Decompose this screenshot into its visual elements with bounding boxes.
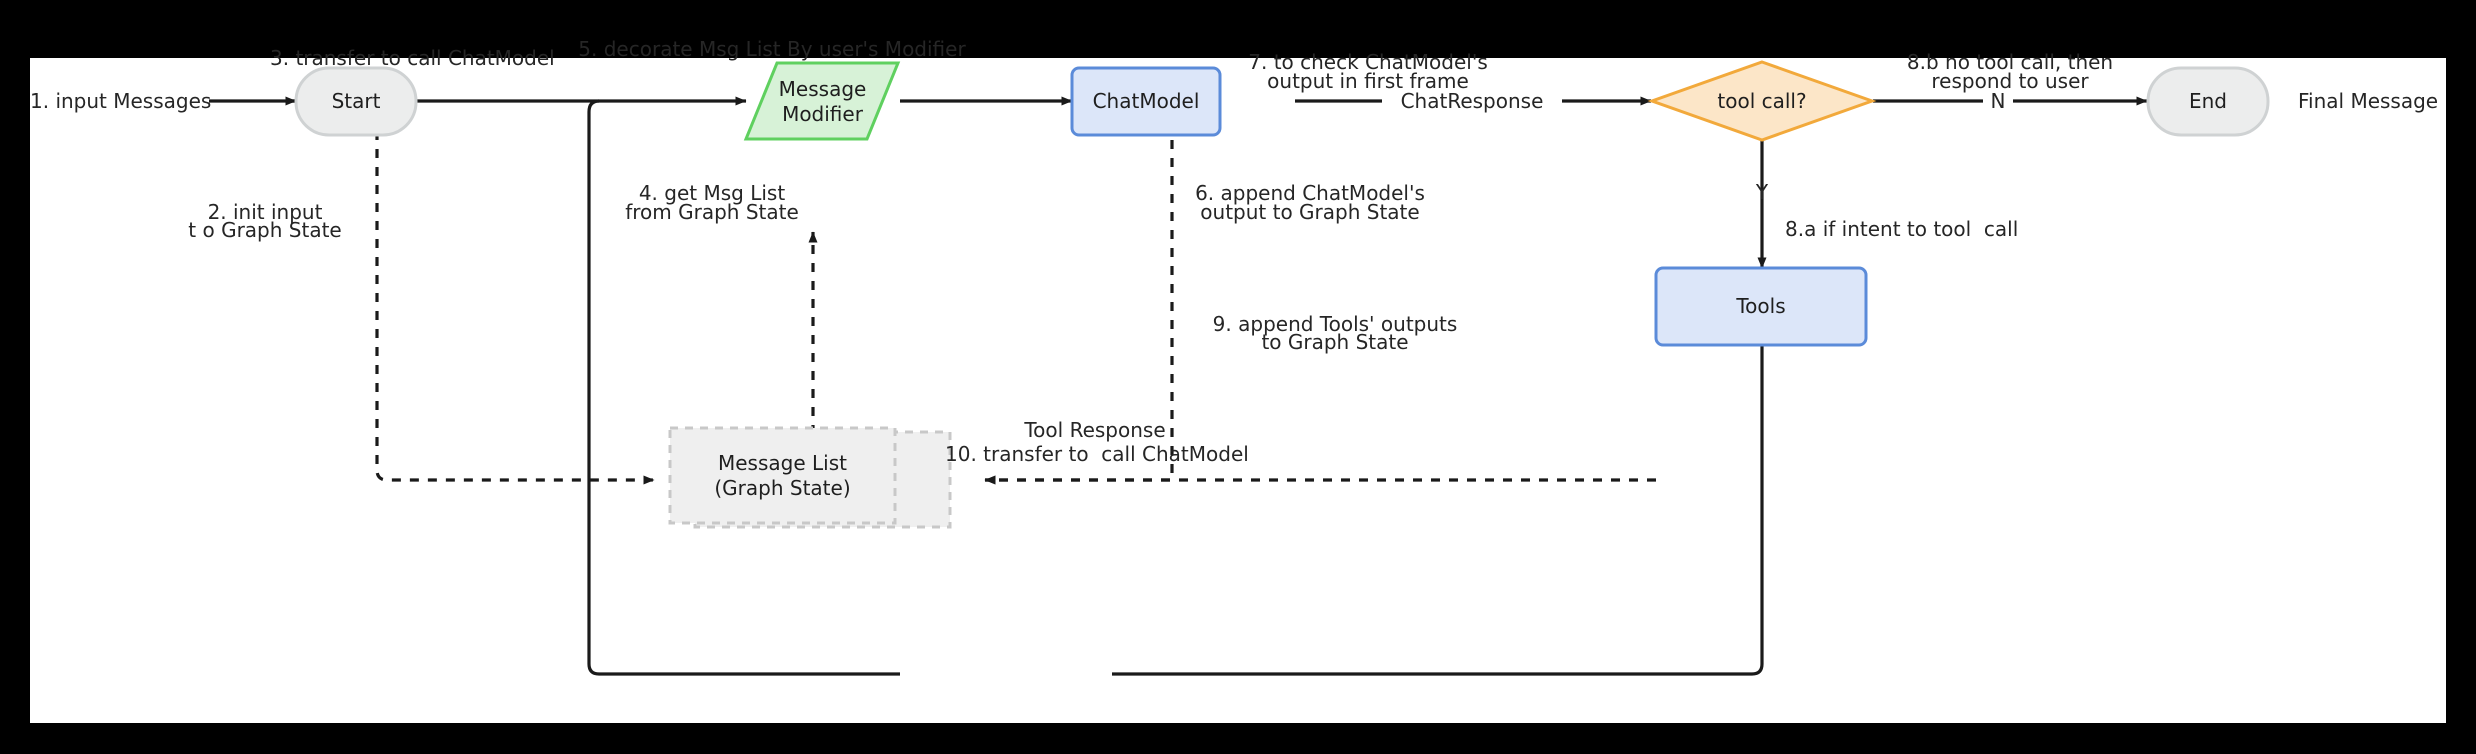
node-start[interactable] [294, 66, 418, 137]
edge-label-append-tools-line2: to Graph State [1261, 330, 1409, 354]
edge-label-branch-no: N [1990, 89, 2006, 113]
node-chat-model-label: ChatModel [1092, 89, 1200, 113]
node-message-modifier-label-line2: Modifier [782, 102, 863, 126]
edge-label-no-tool-call-line1: 8.b no tool call, then [1906, 50, 2114, 74]
edge-start-to-state-init [375, 131, 655, 485]
node-end-label: End [2188, 89, 2227, 113]
edge-label-no-tool-call-line2: respond to user [1931, 69, 2089, 93]
edge-label-if-intent-tool-call: 8.a if intent to tool call [1785, 217, 2019, 241]
edge-label-append-chatmodel-line2: output to Graph State [1200, 200, 1420, 224]
edge-label-check-chatmodel-line1: 7. to check ChatModel's [1248, 50, 1488, 74]
node-message-list-label-line2: (Graph State) [714, 476, 851, 500]
edge-label-append-chatmodel-line1: 6. append ChatModel's [1195, 181, 1425, 205]
edge-label-final-message: Final Message [2298, 89, 2439, 113]
node-chat-model[interactable] [1070, 66, 1222, 137]
edge-label-transfer-to-call-chatmodel: 3. transfer to call ChatModel [270, 46, 555, 70]
edge-label-init-input-line2: t o Graph State [188, 218, 342, 242]
node-tools[interactable] [1654, 266, 1868, 347]
diagram-panel [30, 58, 2446, 723]
node-message-modifier[interactable] [743, 61, 901, 141]
edge-label-chat-response: ChatResponse [1400, 89, 1544, 113]
edge-label-transfer-to-call-chatmodel-10: 10. transfer to call ChatModel [945, 442, 1249, 466]
node-tool-call-decision-label: tool call? [1717, 89, 1807, 113]
node-message-list-label-line1: Message List [718, 451, 847, 475]
edge-label-init-input-line1: 2. init input [207, 200, 323, 224]
edge-label-input-messages: 1. input Messages [30, 89, 212, 113]
node-message-modifier-label-line1: Message [778, 77, 867, 101]
edge-tools-to-modifier-return [587, 99, 1764, 676]
edge-label-append-tools-line1: 9. append Tools' outputs [1212, 312, 1458, 336]
edge-label-tool-response: Tool Response [1024, 418, 1166, 442]
edge-label-decorate-msg-list: 5. decorate Msg List By user's Modifier [578, 37, 966, 61]
node-start-label: Start [331, 89, 381, 113]
edge-label-check-chatmodel-line2: output in first frame [1267, 69, 1469, 93]
node-tools-label: Tools [1736, 294, 1786, 318]
node-tool-call-decision[interactable] [1647, 60, 1877, 142]
edge-label-branch-yes: Y [1755, 180, 1769, 204]
node-end[interactable] [2146, 66, 2270, 137]
edge-chatmodel-to-state [984, 140, 1174, 485]
edge-label-get-msg-list-line1: 4. get Msg List [638, 181, 786, 205]
edge-label-get-msg-list-line2: from Graph State [625, 200, 799, 224]
node-message-list[interactable] [668, 426, 897, 525]
